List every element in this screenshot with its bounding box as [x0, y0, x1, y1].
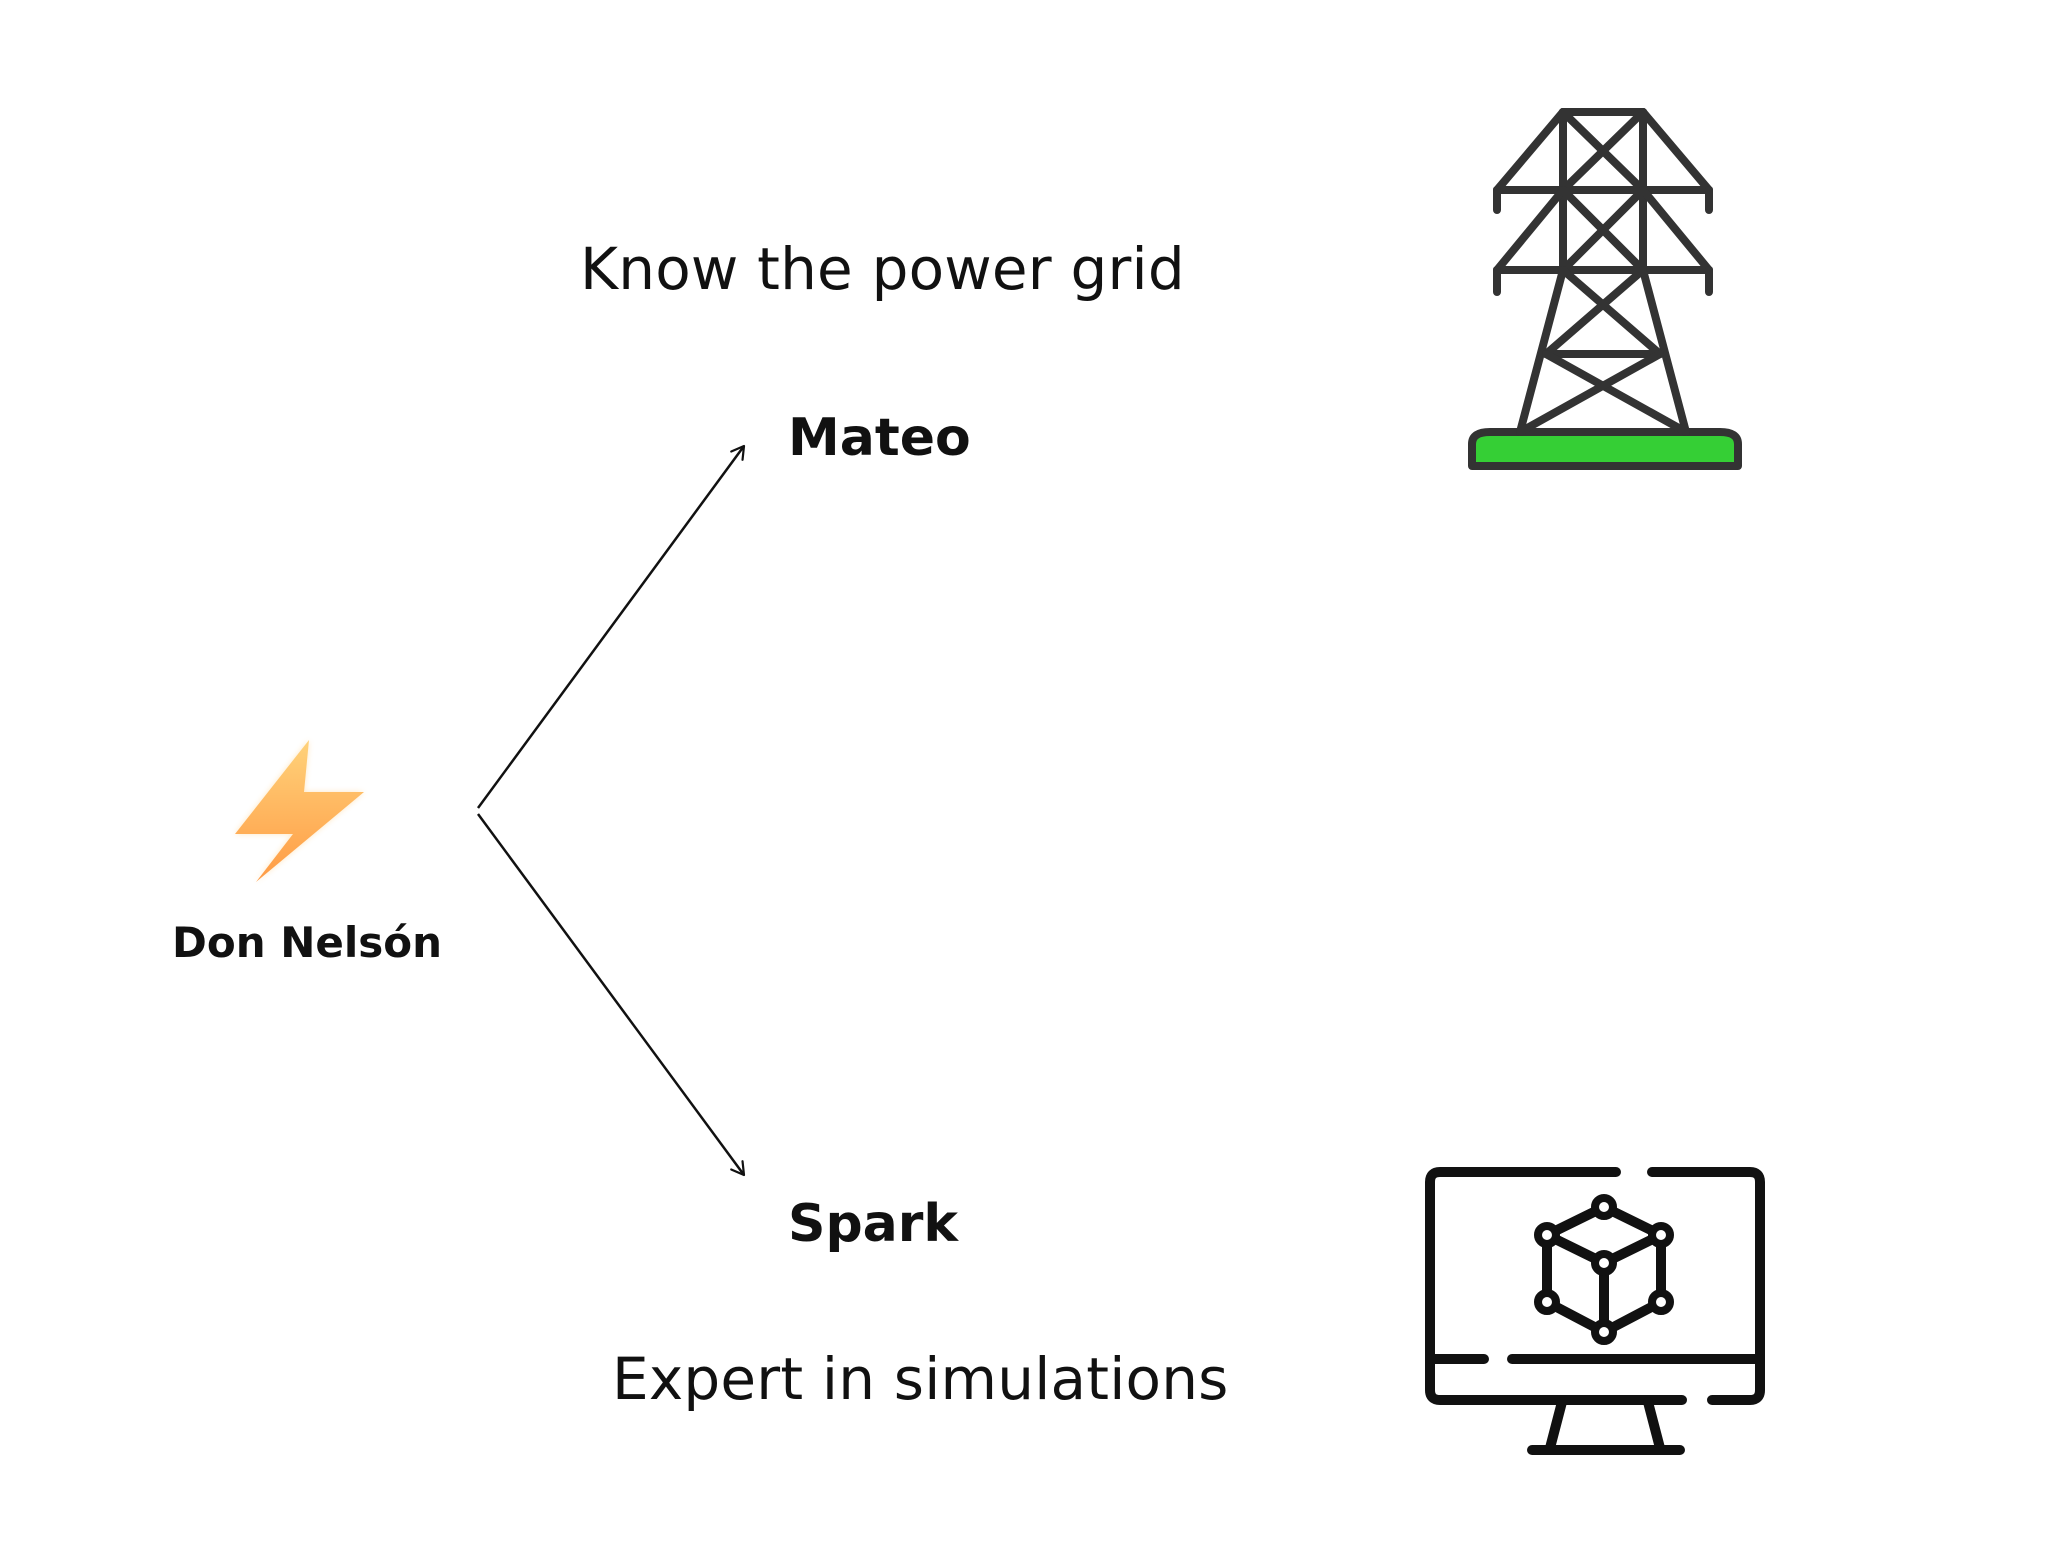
transmission-tower-icon [1468, 108, 1742, 470]
connector-arrows [476, 444, 746, 1177]
spark-label: Spark [788, 1194, 958, 1254]
mateo-label: Mateo [788, 408, 971, 468]
arrow-to-spark [476, 813, 746, 1177]
spark-caption: Expert in simulations [612, 1345, 1229, 1413]
lightning-bolt-icon [235, 740, 364, 882]
arrow-to-mateo [476, 444, 746, 809]
computer-simulation-icon [1425, 1167, 1765, 1455]
mateo-caption: Know the power grid [580, 235, 1185, 303]
origin-label: Don Nelsón [172, 918, 443, 967]
